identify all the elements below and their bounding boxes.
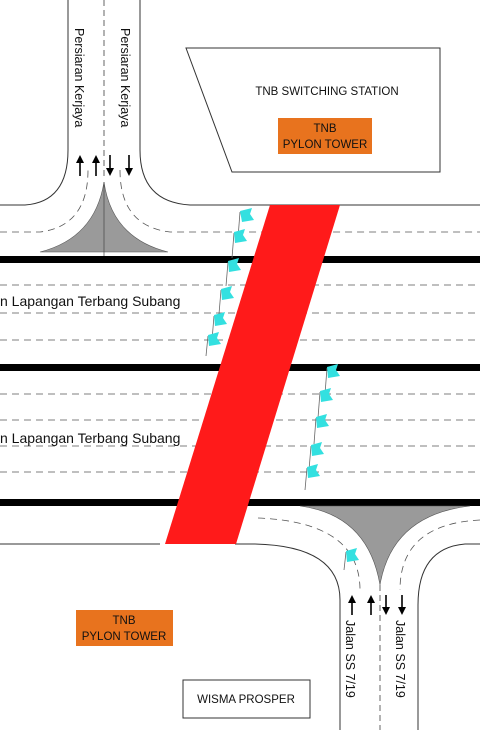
switching-station-label: TNB SWITCHING STATION <box>255 86 398 98</box>
pylon-corridor <box>165 205 340 544</box>
pylon-tower-top-label-1: TNB <box>314 123 337 135</box>
road-label-persiaran-left: Persiaran Kerjaya <box>72 28 86 127</box>
pylon-tower-bottom-label-2: PYLON TOWER <box>82 631 167 643</box>
road-label-lapangan-upper: n Lapangan Terbang Subang <box>0 293 180 309</box>
arrow-icon <box>125 155 133 176</box>
wisma-prosper-label: WISMA PROSPER <box>197 694 295 706</box>
arrow-icon <box>106 155 114 176</box>
wisma-prosper-building <box>182 679 311 719</box>
arrow-icon <box>382 595 390 615</box>
flag-line-left <box>205 208 254 357</box>
pylon-tower-top-label-2: PYLON TOWER <box>283 139 368 151</box>
road-label-lapangan-lower: n Lapangan Terbang Subang <box>0 430 180 446</box>
pylon-tower-bottom-box <box>76 610 173 646</box>
arrow-icon <box>92 155 100 176</box>
flag-icon <box>304 464 320 491</box>
flag-icon <box>317 388 333 419</box>
pylon-tower-bottom: TNB PYLON TOWER <box>76 610 173 646</box>
highway-edge-1 <box>0 256 480 263</box>
pylon-tower-bottom-label-1: TNB <box>113 615 136 627</box>
arrow-icon <box>367 595 375 615</box>
road-label-jalan-right: Jalan SS 7/19 <box>393 620 407 698</box>
switching-station-building <box>185 47 441 173</box>
persiaran-kerjaya-road <box>0 0 480 258</box>
flag-icon <box>218 286 234 315</box>
road-label-persiaran-right: Persiaran Kerjaya <box>118 28 132 127</box>
flag-icon <box>231 229 247 259</box>
flag-line-right <box>304 364 359 571</box>
pylon-tower-top: TNB PYLON TOWER <box>278 118 372 154</box>
arrow-icon <box>348 595 356 615</box>
median-island-bottom <box>299 505 471 586</box>
arrow-icon <box>398 595 406 615</box>
flag-icon <box>313 414 329 445</box>
flag-icon <box>225 258 241 287</box>
flag-icon <box>205 332 221 357</box>
pylon-tower-top-box <box>278 118 372 154</box>
jalan-ss-7-19-road <box>0 505 480 730</box>
flag-icon <box>343 548 359 571</box>
flag-icon <box>308 442 324 471</box>
road-label-jalan-left: Jalan SS 7/19 <box>343 620 357 698</box>
arrow-icon <box>76 155 84 176</box>
